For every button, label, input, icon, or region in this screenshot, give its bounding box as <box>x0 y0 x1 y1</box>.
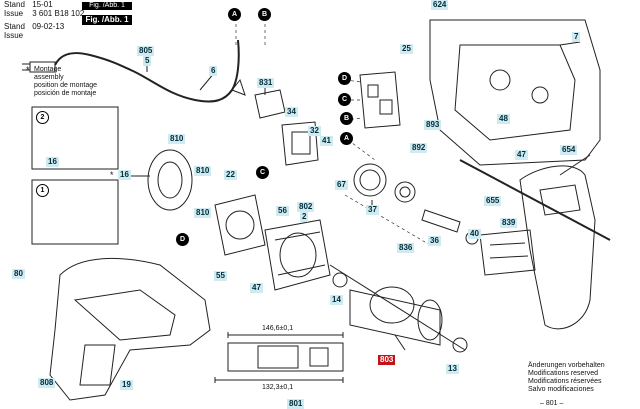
part-label-810a: 810 <box>168 134 186 144</box>
callout-d-left: D <box>176 233 189 246</box>
part-label-836: 836 <box>397 243 415 253</box>
armature-detail <box>227 342 344 372</box>
part-label-802: 802 <box>297 202 315 212</box>
part-label-839: 839 <box>500 218 518 228</box>
switch-assembly <box>359 71 401 129</box>
part-label-5: 5 <box>143 56 152 66</box>
part-label-655: 655 <box>484 196 502 206</box>
callout-d-right: D <box>338 72 351 85</box>
dimension-length-1: 146,6±0,1 <box>262 325 294 332</box>
part-label-34: 34 <box>285 107 298 117</box>
footer-page-number: – 801 – <box>540 400 564 407</box>
part-label-805: 805 <box>137 46 155 56</box>
dimension-length-2: 132,3±0,1 <box>262 384 294 391</box>
callout-c-right: C <box>338 93 351 106</box>
part-label-19: 19 <box>120 380 133 390</box>
gear-large <box>353 163 387 197</box>
star-marker-16: * <box>110 170 114 180</box>
part-label-801: 801 <box>287 399 305 409</box>
part-label-893: 893 <box>424 120 442 130</box>
part-label-2: 2 <box>300 212 309 222</box>
part-label-654: 654 <box>560 145 578 155</box>
part-label-40: 40 <box>468 229 481 239</box>
part-label-56: 56 <box>276 206 289 216</box>
part-label-831: 831 <box>257 78 275 88</box>
callout-b-right: B <box>340 112 353 125</box>
brush-cover <box>254 89 286 119</box>
part-label-892: 892 <box>410 143 428 153</box>
part-label-41: 41 <box>320 136 333 146</box>
motor-housing-ring <box>214 194 266 256</box>
power-cord <box>54 39 240 103</box>
stator <box>264 219 331 291</box>
part-label-624: 624 <box>431 0 449 10</box>
depth-rod <box>459 159 611 241</box>
disclaimer-note: Änderungen vorbehalten Modifications res… <box>528 362 605 393</box>
fig-label: Fig. /Abb. 1 <box>82 15 132 25</box>
part-label-67: 67 <box>335 180 348 190</box>
part-label-47: 47 <box>515 150 528 160</box>
chuck <box>479 229 536 276</box>
callout-a-top: A <box>228 8 241 21</box>
header-stand-issue: Stand 15-01 Issue 3 601 B18 102 Stand 09… <box>4 0 85 40</box>
part-label-13: 13 <box>446 364 459 374</box>
side-handle <box>519 165 596 330</box>
part-label-80: 80 <box>12 269 25 279</box>
part-label-7: 7 <box>572 32 581 42</box>
inset-box-2 <box>31 179 119 245</box>
part-label-803: 803 <box>378 355 396 365</box>
spindle <box>421 209 461 233</box>
part-label-25: 25 <box>400 44 413 54</box>
gear-housing <box>429 19 601 166</box>
part-label-22: 22 <box>224 170 237 180</box>
part-label-6: 6 <box>209 66 218 76</box>
callout-1-inset: 1 <box>36 184 49 197</box>
part-label-16b: 16 <box>118 170 131 180</box>
main-housing <box>49 258 211 401</box>
armature <box>349 289 441 346</box>
part-label-55: 55 <box>214 271 227 281</box>
part-label-37: 37 <box>366 205 379 215</box>
inset-box-1 <box>31 106 119 170</box>
brush-holder <box>281 121 319 166</box>
part-label-14: 14 <box>330 295 343 305</box>
callout-b-top: B <box>258 8 271 21</box>
callout-a-right: A <box>340 132 353 145</box>
callout-c-left: C <box>256 166 269 179</box>
fig-label-top: Fig. /Abb. 1 <box>82 2 132 10</box>
part-label-810b: 810 <box>194 166 212 176</box>
callout-2-inset: 2 <box>36 111 49 124</box>
part-label-808: 808 <box>38 378 56 388</box>
part-label-32: 32 <box>308 126 321 136</box>
plug <box>29 61 56 73</box>
part-label-16a: 16 <box>46 157 59 167</box>
part-label-810c: 810 <box>194 208 212 218</box>
brush-plate <box>147 149 193 211</box>
part-label-47b: 47 <box>250 283 263 293</box>
part-label-36: 36 <box>428 236 441 246</box>
part-label-48: 48 <box>497 114 510 124</box>
